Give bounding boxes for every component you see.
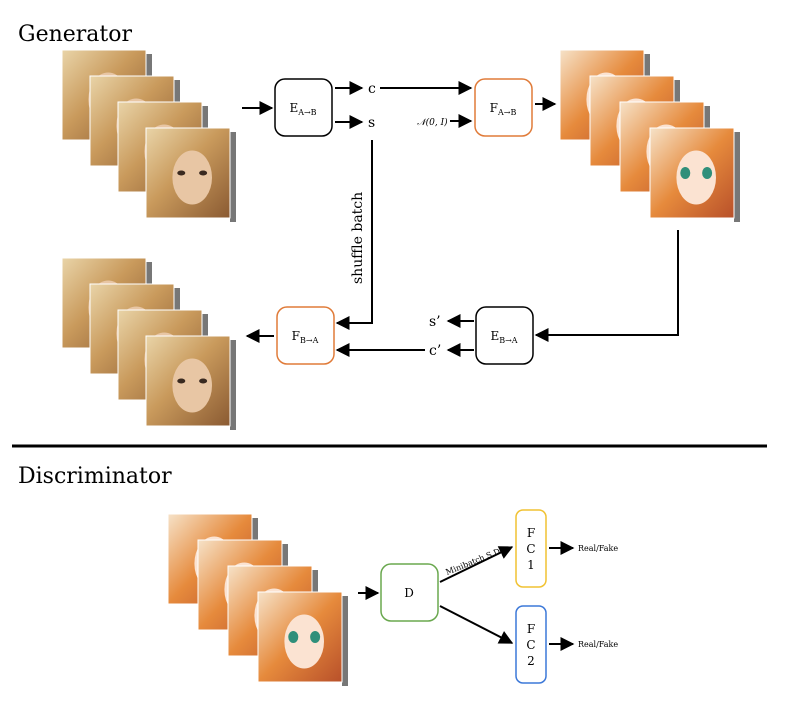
eye-shape xyxy=(199,170,208,176)
face-shape xyxy=(676,150,716,205)
face-shape xyxy=(172,150,212,205)
noise-label: 𝒩(0, I) xyxy=(417,117,448,128)
decoder-ba-box xyxy=(276,306,335,365)
face-shape xyxy=(172,358,212,413)
d-box xyxy=(380,563,439,622)
thumbnail-shadow xyxy=(342,596,348,686)
content-prime-label: c’ xyxy=(429,343,441,359)
fc1-line-1: F xyxy=(527,526,535,540)
generator-title: Generator xyxy=(18,22,133,47)
eye-shape xyxy=(177,378,186,384)
fc2-line-1: F xyxy=(527,622,535,636)
fc1-line-3: 1 xyxy=(527,558,535,572)
anime-stack-top xyxy=(559,49,740,222)
shuffle-batch-label: shuffle batch xyxy=(350,192,366,284)
fc1-line-2: C xyxy=(526,542,535,556)
minibatch-label: Minibatch S.D. xyxy=(444,546,503,577)
arrow-d-to-fc2 xyxy=(439,605,514,644)
arrow-shuffle-path xyxy=(335,140,373,330)
discriminator-title: Discriminator xyxy=(18,464,172,489)
anime-stack-discriminator xyxy=(167,513,348,686)
fc1-box xyxy=(515,509,547,588)
real-face-stack-top xyxy=(61,49,236,222)
arrow-anime-to-encoder-ba xyxy=(534,230,679,342)
fc2-line-2: C xyxy=(526,638,535,652)
eye-shape xyxy=(702,167,713,179)
encoder-ba-label: EB→A xyxy=(490,329,517,345)
fc2-output-label: Real/Fake xyxy=(578,640,618,649)
style-prime-label: s’ xyxy=(429,314,441,330)
thumbnail-shadow xyxy=(230,340,236,430)
decoder-ab-label: FA→B xyxy=(490,101,517,117)
decoder-ba-label: FB→A xyxy=(292,329,319,345)
eye-shape xyxy=(680,167,691,179)
thumbnail-shadow xyxy=(734,132,740,222)
eye-shape xyxy=(199,378,208,384)
style-label: s xyxy=(368,115,375,131)
fc2-line-3: 2 xyxy=(527,654,535,668)
eye-shape xyxy=(310,631,321,643)
thumbnail-shadow xyxy=(230,132,236,222)
eye-shape xyxy=(177,170,186,176)
face-shape xyxy=(284,614,325,669)
content-label: c xyxy=(368,81,376,97)
decoder-ab-box xyxy=(474,78,533,137)
d-label: D xyxy=(404,586,414,600)
arrow-d-to-fc1 xyxy=(439,546,514,583)
fc1-output-label: Real/Fake xyxy=(578,544,618,553)
fc2-box xyxy=(515,605,547,684)
encoder-ba-box xyxy=(475,306,534,365)
eye-shape xyxy=(288,631,299,643)
encoder-ab-label: EA→B xyxy=(289,101,316,117)
real-face-stack-bottom xyxy=(61,257,236,430)
encoder-ab-box xyxy=(274,78,333,137)
